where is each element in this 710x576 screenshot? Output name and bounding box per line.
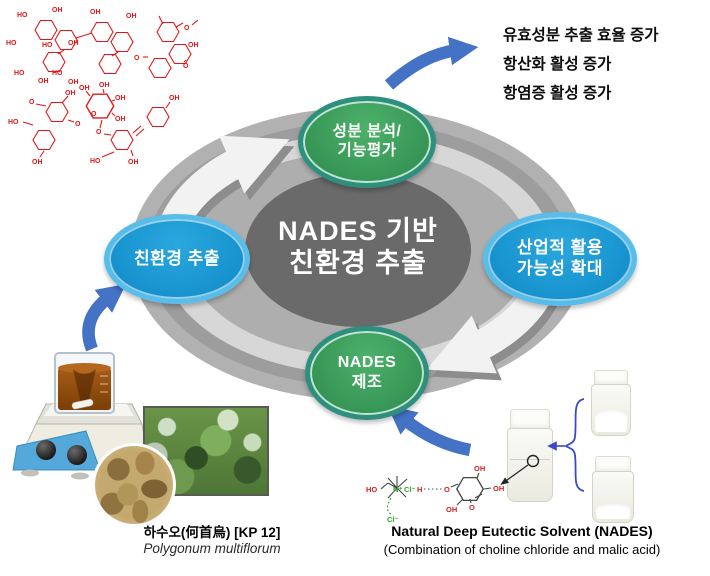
- node-label: 친환경 추출: [134, 248, 220, 268]
- node-label: 기능평가: [337, 142, 397, 159]
- node-nades-manufacture: NADES 제조: [305, 326, 429, 420]
- atom-label: O: [29, 99, 35, 106]
- atom-label: OH: [79, 85, 90, 92]
- center-ellipse: [245, 173, 471, 327]
- vial-body: [592, 471, 634, 523]
- atom-label: O: [96, 129, 102, 136]
- node-component-analysis: 성분 분석/ 기능평가: [298, 96, 436, 188]
- stir-bar: [71, 399, 94, 410]
- atom-label: OH: [446, 505, 457, 514]
- atom-label: OH: [493, 484, 504, 493]
- atom-label: Cl⁻: [404, 485, 416, 494]
- vial-body: [591, 384, 631, 436]
- vial-cap: [510, 409, 550, 430]
- node-label: 산업적 활용: [517, 238, 603, 258]
- atom-label: O: [184, 25, 190, 32]
- dried-herb-photo: [95, 446, 173, 524]
- powder: [595, 409, 627, 432]
- atom-label: OH: [474, 464, 485, 473]
- node-industrial-use: 산업적 활용 가능성 확대: [483, 212, 637, 306]
- atom-label: HO: [14, 70, 25, 77]
- atom-label: OH: [169, 95, 180, 102]
- powder: [596, 504, 630, 519]
- atom-label: O: [91, 111, 97, 118]
- atom-label: OH: [128, 159, 139, 166]
- phytochemical-structures: HO OH OH OH HO HO OH HO OH HO OH O OH O …: [6, 7, 199, 166]
- atom-label: OH: [52, 7, 63, 14]
- choline-chloride-vial: [591, 370, 631, 436]
- nades-caption: Natural Deep Eutectic Solvent (NADES) (C…: [352, 523, 692, 557]
- atom-label: HO: [42, 42, 53, 49]
- nades-vial: [507, 409, 553, 502]
- atom-label: O: [134, 55, 140, 62]
- atom-label: O: [183, 63, 189, 70]
- nades-title: Natural Deep Eutectic Solvent (NADES): [391, 523, 653, 539]
- atom-label: H: [417, 485, 422, 494]
- benefit-item: 유효성분 추출 효율 증가: [503, 27, 659, 44]
- node-label: 성분 분석/: [332, 123, 402, 141]
- node-label: NADES: [337, 354, 397, 372]
- atom-label: HO: [17, 12, 28, 19]
- arrow-to-benefits: [384, 36, 479, 90]
- nades-structure: HO N⁺ Cl⁻ Cl⁻ H O OH OH O OH: [366, 464, 504, 524]
- knob-left: [36, 440, 56, 460]
- atom-label: HO: [8, 119, 19, 126]
- cycle-ring: [130, 108, 586, 400]
- atom-label: OH: [99, 82, 110, 89]
- atom-label: OH: [32, 159, 43, 166]
- node-eco-extraction: 친환경 추출: [104, 214, 250, 304]
- cycle-center-title: NADES 기반 친환경 추출: [240, 215, 476, 280]
- atom-label: OH: [188, 42, 199, 49]
- atom-label: OH: [126, 13, 137, 20]
- atom-label: HO: [52, 70, 63, 77]
- source-material-caption: 하수오(何首烏) [KP 12] Polygonum multiflorum: [122, 521, 302, 556]
- atom-label: OH: [65, 90, 76, 97]
- atom-label: O: [469, 503, 475, 512]
- atom-label: OH: [68, 79, 79, 86]
- benefits-list: 유효성분 추출 효율 증가 항산화 활성 증가 항염증 활성 증가: [503, 21, 659, 108]
- atom-label: HO: [6, 40, 17, 47]
- source-name: 하수오(何首烏) [KP 12]: [143, 525, 281, 540]
- atom-label: O: [444, 485, 450, 494]
- atom-label: O: [75, 121, 81, 128]
- malic-acid-vial: [592, 456, 634, 523]
- atom-label: N⁺: [393, 485, 402, 494]
- atom-label: OH: [68, 40, 79, 47]
- center-title-line2: 친환경 추출: [289, 248, 427, 279]
- source-species: Polygonum multiflorum: [143, 541, 281, 556]
- benefit-item: 항염증 활성 증가: [503, 85, 612, 102]
- atom-label: Cl⁻: [387, 515, 399, 524]
- node-label: 가능성 확대: [517, 259, 603, 278]
- vial-body: [507, 428, 553, 502]
- arrow-beaker-to-extraction: [82, 283, 127, 352]
- vortex: [73, 369, 96, 406]
- atom-label: HO: [366, 485, 377, 494]
- atom-label: OH: [115, 95, 126, 102]
- nades-subtitle: (Combination of choline chloride and mal…: [383, 542, 661, 557]
- center-title-line1: NADES 기반: [278, 216, 438, 246]
- node-label: 제조: [351, 374, 383, 391]
- arrow-nades-to-manufacture: [387, 405, 472, 457]
- atom-label: OH: [90, 9, 101, 16]
- liquid-line: [510, 459, 550, 461]
- extraction-beaker: [54, 352, 115, 414]
- atom-label: OH: [38, 78, 49, 85]
- atom-label: HO: [90, 158, 101, 165]
- flow-arrows: [82, 36, 479, 457]
- atom-label: OH: [115, 116, 126, 123]
- knob-right: [67, 445, 87, 465]
- benefit-item: 항산화 활성 증가: [503, 56, 612, 73]
